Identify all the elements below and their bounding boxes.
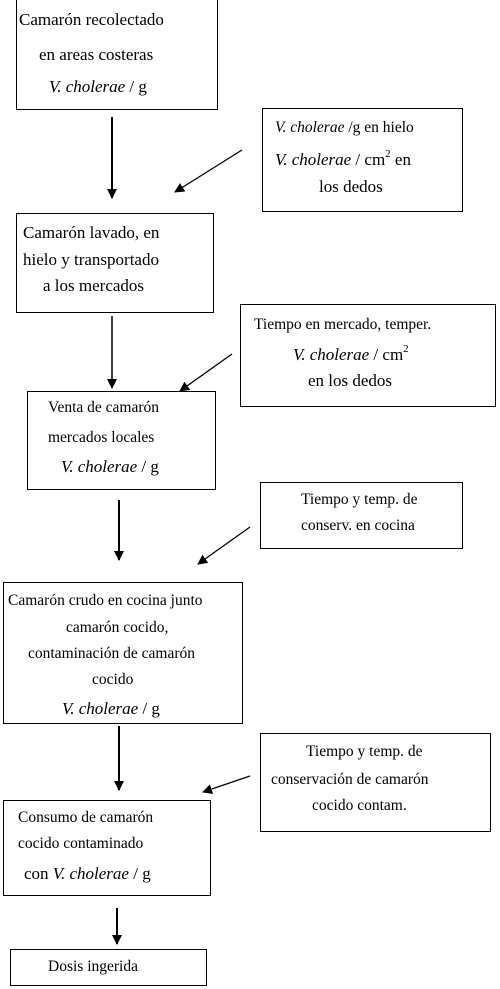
step-5-line-3: con V. cholerae / g (24, 864, 151, 883)
step-4-line-5: V. cholerae / g (62, 699, 160, 718)
factor-1-line-2: V. cholerae / cm2 en (275, 148, 411, 170)
step-1-line-3: V. cholerae / g (49, 77, 147, 96)
step-2-line-1: Camarón lavado, en (23, 223, 160, 242)
factor-2-line-3: en los dedos (308, 371, 393, 390)
factor-box-1: V. cholerae /g en hielo V. cholerae / cm… (262, 108, 463, 212)
step-4-line-2: camarón cocido, (66, 619, 169, 636)
step-1-line-1: Camarón recolectado (19, 10, 164, 29)
factor-arrow-2 (179, 353, 233, 392)
step-4-line-3: contaminación de camarón (28, 645, 195, 662)
step-2-line-2: hielo y transportado (23, 250, 159, 269)
step-box-6: Dosis ingerida (10, 949, 207, 986)
step-2-line-3: a los mercados (43, 276, 145, 295)
factor-3-line-1: Tiempo y temp. de (301, 491, 418, 508)
step-4-line-4: cocido (92, 671, 134, 688)
step-5-line-2: cocido contaminado (18, 835, 144, 852)
factor-arrow-4 (202, 775, 251, 794)
step-box-5: Consumo de camarón cocido contaminado co… (3, 800, 211, 896)
factor-arrow-1 (174, 149, 243, 193)
factor-arrow-3 (197, 526, 251, 565)
step-3-line-1: Venta de camarón (48, 399, 160, 416)
step-6-line-1: Dosis ingerida (48, 958, 138, 975)
factor-2-line-1: Tiempo en mercado, temper. (254, 316, 432, 333)
step-box-3: Venta de camarón mercados locales V. cho… (27, 391, 216, 490)
factor-box-4: Tiempo y temp. de conservación de camaró… (260, 733, 491, 832)
step-4-line-1: Camarón crudo en cocina junto (8, 592, 203, 609)
step-box-2: Camarón lavado, en hielo y transportado … (16, 213, 214, 313)
factor-1-line-3: los dedos (319, 177, 383, 196)
step-box-4: Camarón crudo en cocina junto camarón co… (3, 582, 243, 724)
factor-box-2: Tiempo en mercado, temper. V. cholerae /… (240, 304, 496, 407)
factor-2-line-2: V. cholerae / cm2 (293, 343, 409, 365)
factor-box-3: Tiempo y temp. de conserv. en cocina (260, 482, 463, 549)
step-3-line-3: V. cholerae / g (61, 457, 159, 476)
step-5-line-1: Consumo de camarón (18, 809, 154, 826)
step-1-line-2: en areas costeras (39, 45, 154, 64)
factor-3-line-2: conserv. en cocina (301, 517, 415, 534)
step-3-line-2: mercados locales (48, 429, 155, 446)
factor-4-line-1: Tiempo y temp. de (306, 743, 423, 760)
factor-1-line-1: V. cholerae /g en hielo (275, 119, 414, 136)
step-box-1: Camarón recolectado en areas costeras V.… (16, 0, 218, 110)
factor-4-line-2: conservación de camarón (271, 771, 429, 788)
factor-4-line-3: cocido contam. (312, 797, 407, 814)
